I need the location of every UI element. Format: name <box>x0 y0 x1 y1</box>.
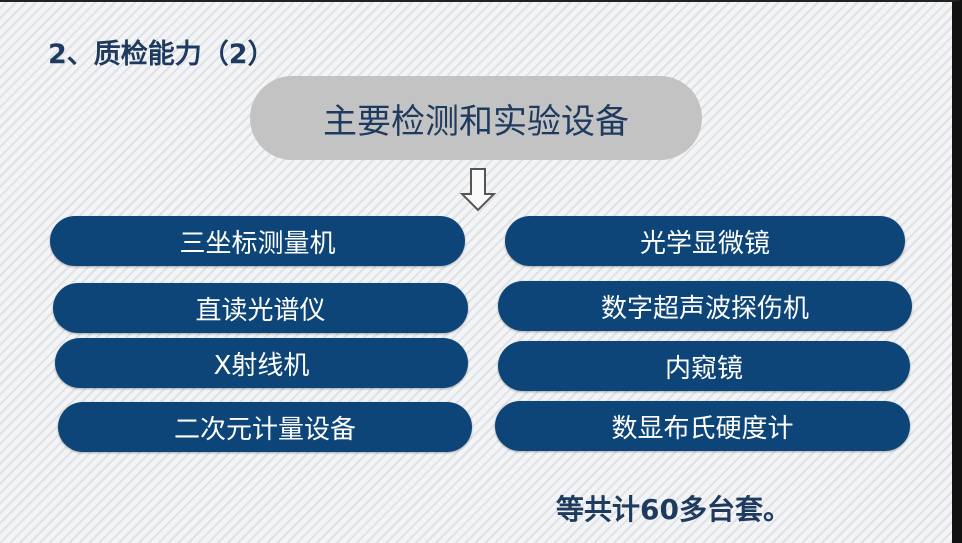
equipment-item: 数显布氏硬度计 <box>495 401 910 451</box>
footer-note: 等共计60多台套。 <box>556 493 791 526</box>
header-pill: 主要检测和实验设备 <box>250 76 702 160</box>
equipment-item: 二次元计量设备 <box>58 402 472 452</box>
equipment-item: 光学显微镜 <box>505 216 905 266</box>
equipment-item: 数字超声波探伤机 <box>498 281 912 331</box>
equipment-item: X射线机 <box>55 338 468 388</box>
down-arrow-icon <box>460 168 496 212</box>
equipment-item: 三坐标测量机 <box>50 216 465 266</box>
slide-title: 2、质检能力（2） <box>48 39 275 70</box>
equipment-item: 内窥镜 <box>498 341 910 391</box>
equipment-item: 直读光谱仪 <box>53 283 468 333</box>
